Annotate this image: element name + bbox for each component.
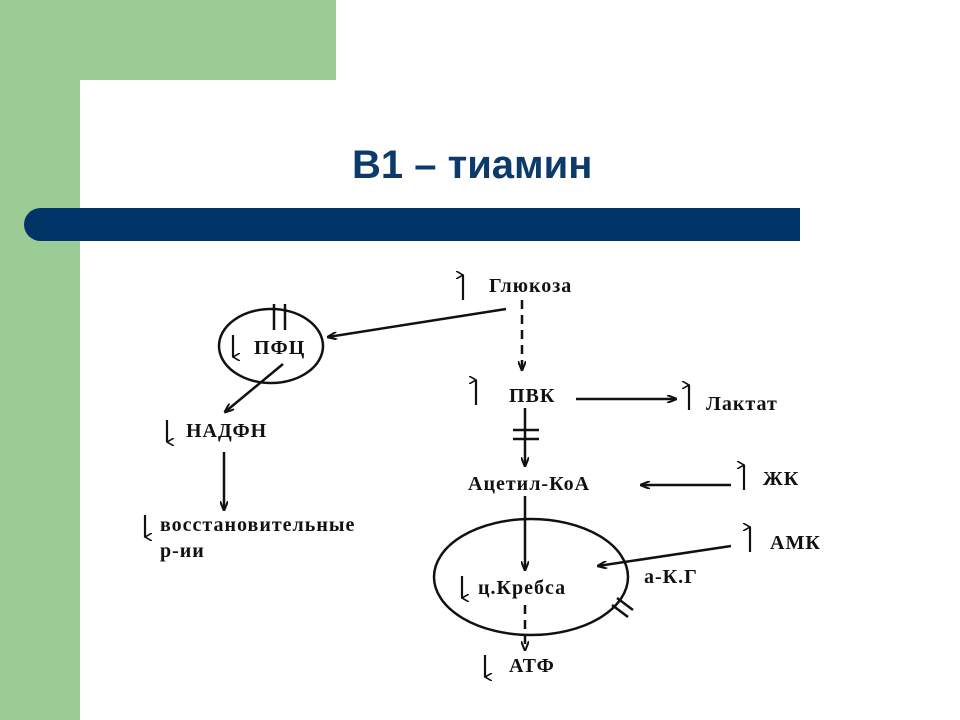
edge-glucose-pfc: [328, 307, 507, 337]
node-acetyl-coa: Ацетил-КоА: [468, 473, 590, 495]
edge-amk-krebs: [598, 544, 732, 566]
node-nadph: НАДФН: [186, 420, 267, 442]
node-amino-acids: АМК: [770, 532, 821, 554]
node-reductive-line1: восстановительные: [160, 514, 355, 536]
node-krebs: ц.Кребса: [478, 577, 566, 599]
krebs-cycle-circle: [432, 517, 630, 637]
node-atp: АТФ: [509, 655, 555, 677]
pfc-cycle-circle: [217, 307, 325, 385]
slide-content-area: [80, 80, 960, 720]
edge-pfc-nadph: [225, 363, 284, 412]
background-green-top: [0, 0, 336, 80]
title-underline-bar: [24, 208, 800, 241]
background-green-left: [0, 0, 80, 720]
node-fatty-acids: ЖК: [763, 468, 799, 490]
node-akg: а-К.Г: [644, 566, 698, 588]
node-glucose: Глюкоза: [489, 275, 572, 297]
node-lactate: Лактат: [706, 393, 778, 415]
node-reductive-line2: р-ии: [160, 540, 205, 562]
node-pfc: ПФЦ: [254, 337, 305, 359]
slide-title: B1 – тиамин: [352, 143, 593, 187]
node-pvk: ПВК: [509, 385, 555, 407]
